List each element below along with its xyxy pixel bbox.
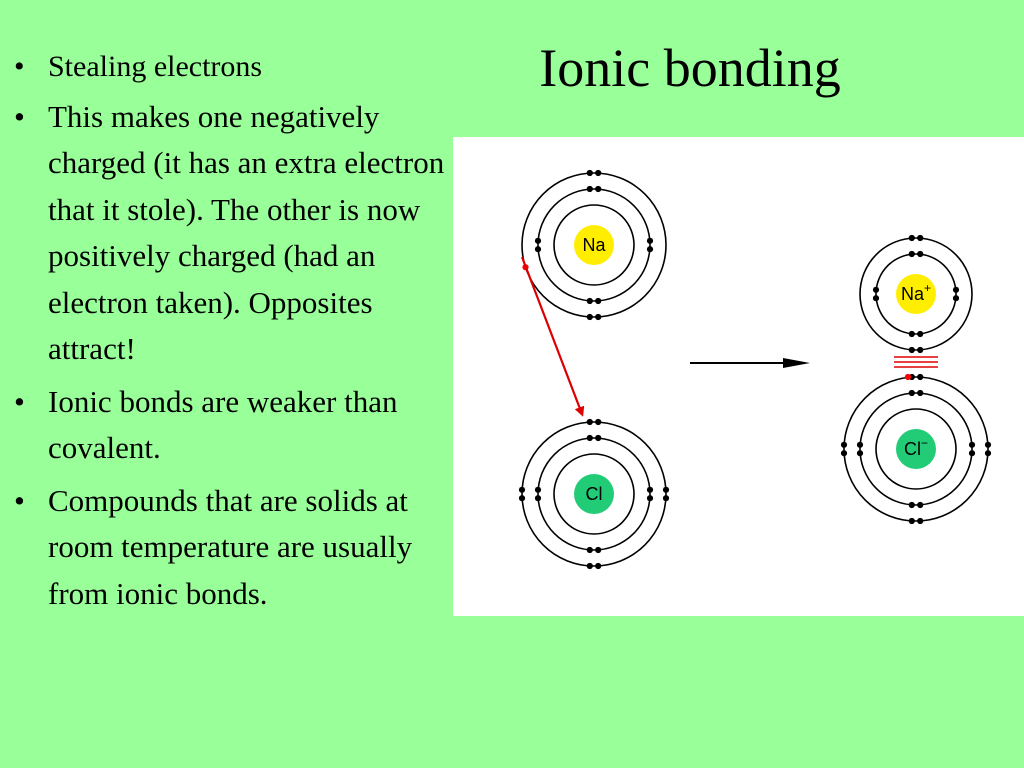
electron [586,562,593,570]
electron-shell [537,437,651,551]
element-symbol: Cl [586,484,603,504]
electron [917,346,924,354]
electron [534,486,542,493]
nucleus [574,474,614,514]
electron [952,286,960,293]
electron [586,313,593,321]
electron [908,250,915,258]
electron [595,297,602,305]
electron [872,286,880,293]
electron [586,297,593,305]
electron [856,441,864,448]
element-symbol: Na [582,235,606,255]
electron [586,546,593,554]
ion-charge: + [924,281,931,295]
electron-shell [553,453,635,535]
electron [872,295,880,302]
electron [917,517,924,525]
nucleus [896,429,936,469]
electron [917,389,924,397]
electron [595,185,602,193]
reaction-arrowhead [783,358,810,368]
electron [917,373,924,381]
bullet-text: Stealing electrons [48,50,263,83]
electron [917,330,924,338]
electron-shell [875,408,957,490]
electron [586,434,593,442]
ion-charge: − [921,436,928,450]
bullet-item: • Ionic bonds are weaker than covalent. [14,379,454,472]
electron [534,246,542,253]
bullet-dot: • [14,383,25,419]
electron [534,237,542,244]
gained-electron [904,373,912,381]
electron [595,434,602,442]
electron [908,517,915,525]
electron-shell [843,376,989,522]
electron [595,562,602,570]
electron-shell [875,253,957,335]
bullet-item: • Compounds that are solids at room temp… [14,478,454,618]
slide-title: Ionic bonding [539,38,841,98]
electron [518,495,526,502]
bullet-text: This makes one negatively charged (it ha… [48,98,445,367]
chlorine-atom: Cl [518,418,670,570]
electron-shell [537,188,651,302]
electron [840,441,848,448]
bullet-dot: • [14,98,25,134]
electron [917,234,924,242]
electron-shell [859,237,973,351]
chloride-ion: Cl− [840,373,992,525]
electron [586,169,593,177]
electron-shell [553,204,635,286]
bullet-list: • Stealing electrons • This makes one ne… [14,44,454,623]
electron [595,313,602,321]
sodium-ion: Na+ [859,234,973,354]
bullet-text: Ionic bonds are weaker than covalent. [48,383,398,466]
nucleus [896,274,936,314]
bullet-item: • Stealing electrons [14,44,454,91]
electron [908,346,915,354]
bullet-item: • This makes one negatively charged (it … [14,94,454,373]
electron [662,495,670,502]
electron-shell [521,421,667,567]
electron [908,234,915,242]
electron [952,295,960,302]
electron-transfer-arrow [520,256,585,417]
electron [586,185,593,193]
electron [908,501,915,509]
element-symbol: Na+ [901,281,931,304]
sodium-atom: Na [521,169,667,321]
bullet-dot: • [14,50,25,83]
electron-shell [859,392,973,506]
bullet-dot: • [14,482,25,518]
electron [984,441,992,448]
electron [662,486,670,493]
electron [984,450,992,457]
electron [856,450,864,457]
electron [908,330,915,338]
electron [840,450,848,457]
electron [586,418,593,426]
electron [534,495,542,502]
electron [595,546,602,554]
electron [595,169,602,177]
electron [968,441,976,448]
electron [646,246,654,253]
electron [646,486,654,493]
electron [646,495,654,502]
electron [917,501,924,509]
electron [968,450,976,457]
electron [595,418,602,426]
electron-shell [521,172,667,318]
electron [646,237,654,244]
nucleus [574,225,614,265]
electron [908,389,915,397]
electron [518,486,526,493]
electron [917,250,924,258]
bullet-text: Compounds that are solids at room temper… [48,482,413,611]
